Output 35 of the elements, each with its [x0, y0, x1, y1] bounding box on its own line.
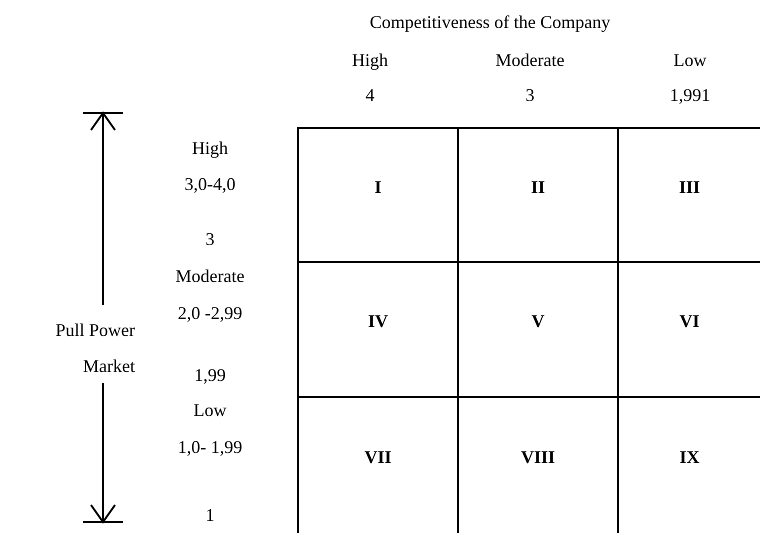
- roman-numeral: I: [374, 176, 382, 198]
- column-heading: Moderate: [496, 50, 564, 70]
- score-value: 1: [206, 505, 214, 525]
- score-value: 3: [526, 85, 534, 105]
- score-range: 3,0-4,0: [184, 174, 236, 194]
- matrix-cell: [457, 261, 617, 396]
- roman-numeral: V: [532, 311, 544, 332]
- roman-numeral: VII: [364, 447, 392, 468]
- roman-numeral: VI: [679, 311, 700, 332]
- score-value: 1,99: [194, 365, 226, 385]
- row-heading: Low: [194, 400, 226, 420]
- roman-numeral: II: [530, 176, 545, 198]
- row-heading: Moderate: [176, 266, 244, 286]
- matrix-cell: [297, 127, 457, 261]
- score-value: 3: [206, 229, 214, 249]
- roman-numeral: III: [678, 176, 700, 198]
- axis-title: Pull Power Market: [54, 319, 135, 378]
- matrix-cell: [617, 261, 760, 396]
- axis-title: Competitiveness of the Company: [370, 12, 610, 32]
- score-range: 2,0 -2,99: [178, 303, 242, 323]
- roman-numeral: IV: [368, 311, 388, 332]
- matrix-cell: [457, 127, 617, 261]
- column-heading: Low: [674, 50, 706, 70]
- row-heading: High: [192, 138, 228, 158]
- matrix-cell: [297, 261, 457, 396]
- score-range: 1,0- 1,99: [178, 437, 242, 457]
- column-heading: High: [352, 50, 388, 70]
- matrix-cell: [297, 396, 457, 533]
- score-value: 1,991: [670, 85, 710, 105]
- matrix-cell: [617, 127, 760, 261]
- roman-numeral: VIII: [520, 447, 555, 468]
- matrix-cell: [617, 396, 760, 533]
- roman-numeral: IX: [679, 447, 700, 468]
- matrix-cell: [457, 396, 617, 533]
- score-value: 4: [366, 85, 374, 105]
